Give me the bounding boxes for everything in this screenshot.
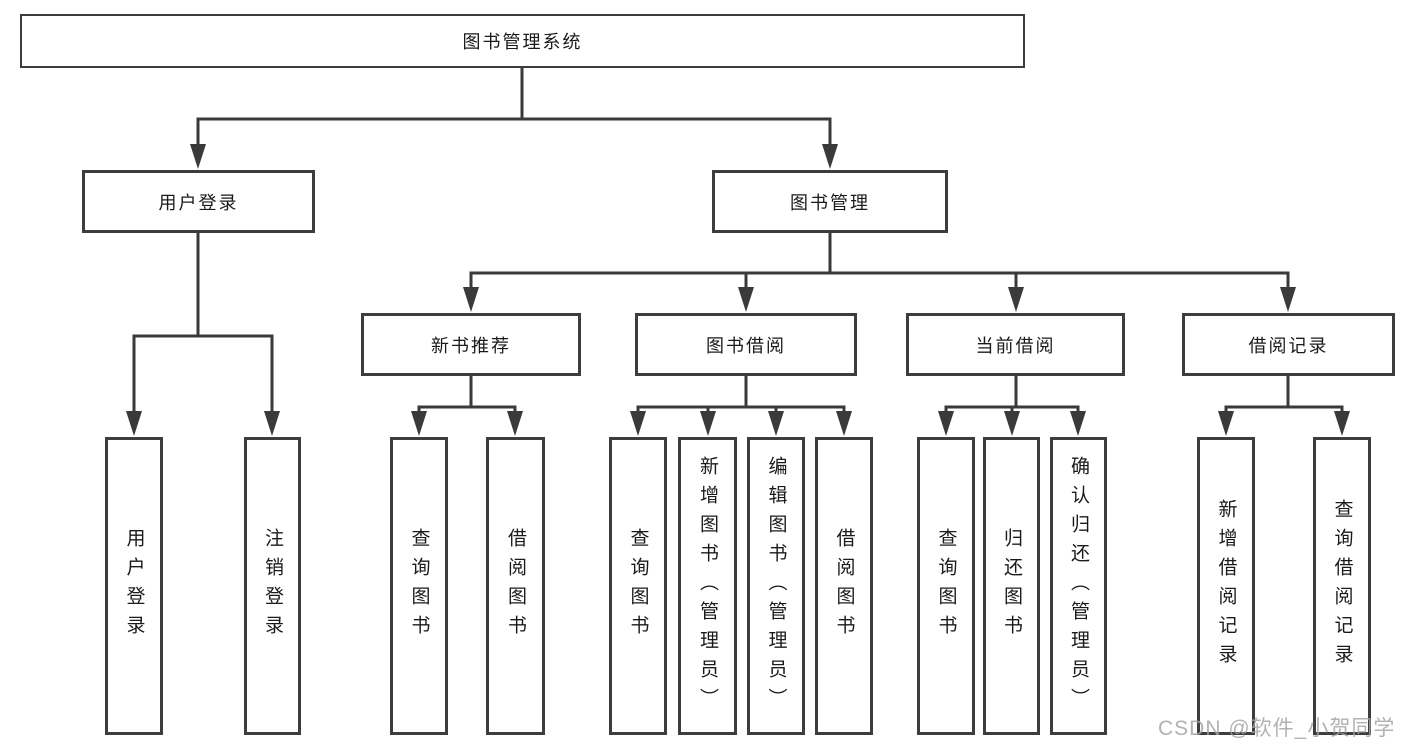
leaf-user-login: 用户登录: [105, 437, 163, 735]
node-user-login-label: 用户登录: [158, 192, 239, 213]
leaf-borrow-query-books-label: 查询图书: [627, 528, 649, 644]
leaf-borrow-query-books: 查询图书: [609, 437, 667, 735]
leaf-logout: 注销登录: [244, 437, 301, 735]
leaf-borrow-borrow-books: 借阅图书: [815, 437, 873, 735]
node-current-borrow-label: 当前借阅: [975, 335, 1056, 356]
leaf-user-login-label: 用户登录: [123, 528, 145, 644]
node-current-borrow: 当前借阅: [906, 313, 1125, 376]
leaf-add-borrow-record: 新增借阅记录: [1197, 437, 1255, 735]
node-root-label: 图书管理系统: [462, 32, 583, 52]
leaf-query-borrow-record-label: 查询借阅记录: [1331, 499, 1353, 673]
node-user-login: 用户登录: [82, 170, 315, 233]
node-borrow-records: 借阅记录: [1182, 313, 1395, 376]
leaf-recommend-borrow-books-label: 借阅图书: [505, 528, 526, 644]
leaf-add-book-admin: 新增图书（管理员）: [678, 437, 737, 735]
leaf-edit-book-admin: 编辑图书（管理员）: [747, 437, 805, 735]
leaf-recommend-borrow-books: 借阅图书: [486, 437, 545, 735]
node-book-management-label: 图书管理: [790, 192, 870, 213]
leaf-return-books: 归还图书: [983, 437, 1040, 735]
arrowheads: [126, 144, 1350, 436]
leaf-confirm-return-admin: 确认归还（管理员）: [1050, 437, 1107, 735]
node-book-borrow-label: 图书借阅: [706, 335, 786, 356]
node-new-book-recommend-label: 新书推荐: [431, 335, 511, 356]
leaf-recommend-query-books: 查询图书: [390, 437, 448, 735]
node-borrow-records-label: 借阅记录: [1248, 335, 1329, 356]
leaf-current-query-books: 查询图书: [917, 437, 975, 735]
leaf-add-book-admin-label: 新增图书（管理员）: [697, 455, 718, 717]
leaf-add-borrow-record-label: 新增借阅记录: [1215, 499, 1237, 673]
leaf-confirm-return-admin-label: 确认归还（管理员）: [1068, 455, 1089, 717]
leaf-logout-label: 注销登录: [262, 528, 283, 644]
leaf-borrow-borrow-books-label: 借阅图书: [833, 528, 855, 644]
leaf-return-books-label: 归还图书: [1001, 528, 1022, 644]
node-book-management: 图书管理: [712, 170, 948, 233]
watermark: CSDN @软件_小贺同学: [1158, 717, 1396, 740]
node-book-borrow: 图书借阅: [635, 313, 857, 376]
leaf-edit-book-admin-label: 编辑图书（管理员）: [765, 455, 787, 717]
leaf-query-borrow-record: 查询借阅记录: [1313, 437, 1371, 735]
leaf-recommend-query-books-label: 查询图书: [408, 528, 430, 644]
leaf-current-query-books-label: 查询图书: [935, 528, 957, 644]
node-new-book-recommend: 新书推荐: [361, 313, 581, 376]
node-root: 图书管理系统: [20, 14, 1025, 68]
